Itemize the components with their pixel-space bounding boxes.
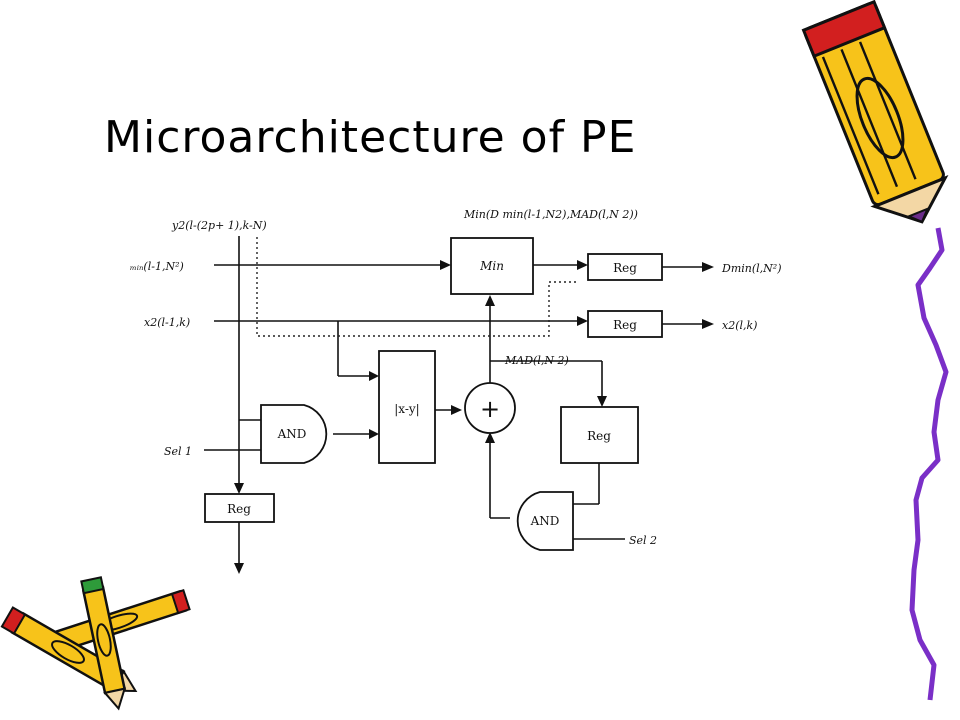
and1-label: AND <box>277 427 307 441</box>
pencil-icon <box>801 0 949 224</box>
adder-label: + <box>480 395 500 423</box>
signal-sel2: Sel 2 <box>629 534 657 547</box>
min-block-label: Min <box>479 259 504 273</box>
and1-gate <box>260 404 328 464</box>
min-block <box>450 237 534 295</box>
signal-y-in: y2(l-(2p+ 1),k-N) <box>171 219 267 232</box>
signal-x-in: x2(l-1,k) <box>144 316 190 329</box>
reg-y-label: Reg <box>227 502 251 516</box>
reg-dmin-label: Reg <box>613 261 637 275</box>
absdiff-label: |x-y| <box>394 402 419 416</box>
reg-x-label: Reg <box>613 318 637 332</box>
reg-dmin-block <box>587 253 663 281</box>
reg-mad-block <box>560 406 639 464</box>
reg-x-block <box>587 310 663 338</box>
reg-mad-label: Reg <box>587 429 611 443</box>
squiggle-line <box>909 227 949 701</box>
signal-dmin-in: ₘᵢₙ(l-1,N²) <box>130 260 184 273</box>
signal-x-out: x2(l,k) <box>722 319 757 332</box>
adder-circle <box>464 382 516 434</box>
reg-y-block <box>204 493 275 523</box>
and2-gate <box>516 491 574 551</box>
absdiff-block <box>378 350 436 464</box>
signal-min-in: Min(D min(l-1,N2),MAD(l,N 2)) <box>463 208 638 221</box>
signal-sel1: Sel 1 <box>164 445 192 458</box>
signal-mad: MAD(l,N 2) <box>504 354 569 367</box>
pencils-icon <box>0 576 191 711</box>
slide-title: Microarchitecture of PE <box>104 112 637 163</box>
signal-dmin-out: Dmin(l,N²) <box>721 262 782 275</box>
and2-label: AND <box>530 514 560 528</box>
